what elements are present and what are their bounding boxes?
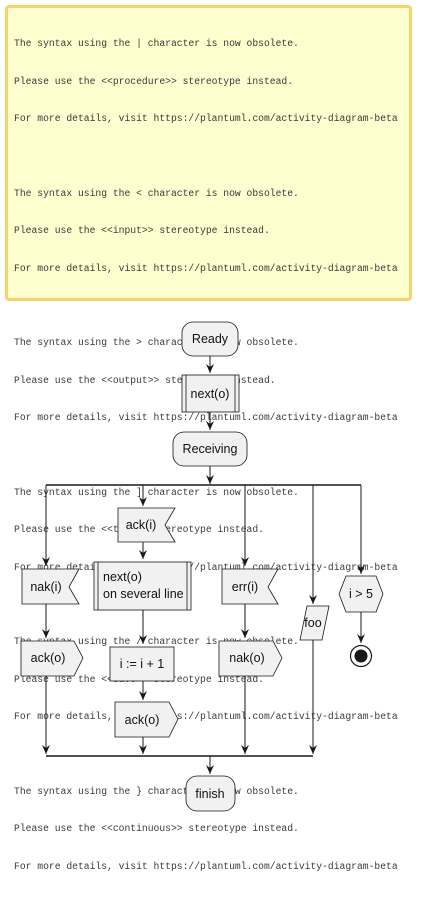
node-ack-out-1-label: ack(o) <box>31 651 66 665</box>
node-foo: foo <box>300 606 329 640</box>
node-receiving-label: Receiving <box>183 442 238 456</box>
activity-diagram: Ready next(o) Receiving ack(i) nak(i) ac… <box>0 0 421 821</box>
stop-node <box>351 646 372 667</box>
node-ready: Ready <box>182 322 238 356</box>
node-nak-out-label: nak(o) <box>229 651 264 665</box>
node-next-several-line2: on several line <box>103 587 184 601</box>
node-next-procedure: next(o) <box>182 375 239 412</box>
node-cond-label: i > 5 <box>349 587 373 601</box>
node-ack-out-2-label: ack(o) <box>125 713 160 727</box>
node-err-in-label: err(i) <box>232 580 258 594</box>
node-nak-out: nak(o) <box>219 641 282 676</box>
note-line: Please use the <<continuous>> stereotype… <box>14 823 403 836</box>
connectors <box>46 356 361 774</box>
node-err-in: err(i) <box>222 569 278 604</box>
note-line: For more details, visit https://plantuml… <box>14 861 403 874</box>
node-cond: i > 5 <box>339 576 383 612</box>
node-ack-out-2: ack(o) <box>115 702 178 737</box>
node-ready-label: Ready <box>192 332 229 346</box>
node-finish-label: finish <box>195 787 224 801</box>
node-foo-label: foo <box>304 616 321 630</box>
node-nak-in-label: nak(i) <box>30 580 61 594</box>
node-ack-in: ack(i) <box>118 508 175 542</box>
node-nak-in: nak(i) <box>22 569 79 604</box>
node-assign-label: i := i + 1 <box>120 657 165 671</box>
node-ack-in-label: ack(i) <box>126 518 157 532</box>
node-ack-out-1: ack(o) <box>21 641 83 676</box>
node-receiving: Receiving <box>173 432 247 466</box>
node-next-label: next(o) <box>191 387 230 401</box>
node-finish: finish <box>186 776 235 811</box>
node-next-several: next(o) on several line <box>94 562 191 610</box>
node-assign: i := i + 1 <box>110 647 174 681</box>
node-next-several-line1: next(o) <box>103 570 142 584</box>
